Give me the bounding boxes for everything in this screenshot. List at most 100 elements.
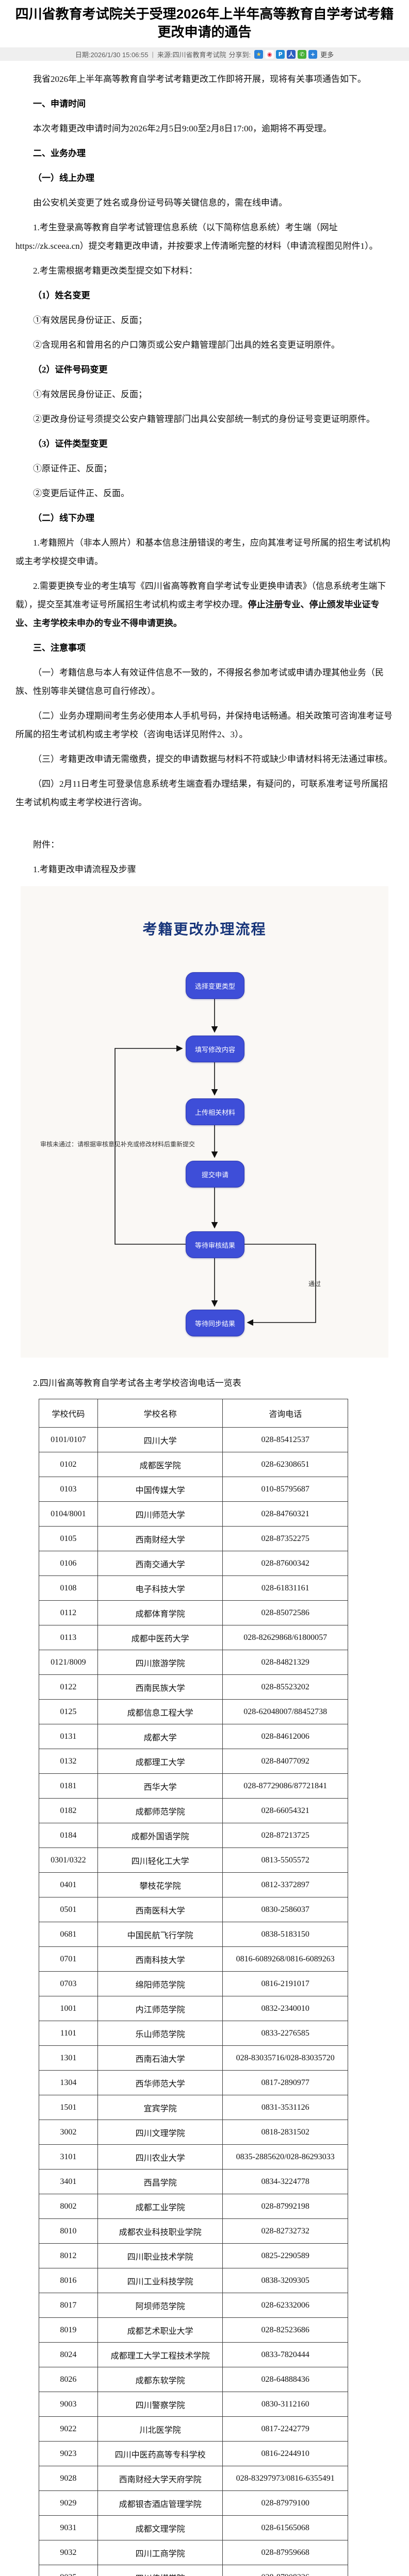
phone-cell: 0817-2242779: [222, 2416, 348, 2442]
school-name-cell: 四川轻化工大学: [97, 1848, 223, 1873]
school-name-cell: 绵阳师范学院: [97, 1971, 223, 1997]
table-row: 8010 成都农业科技职业学院 028-82732732: [39, 2218, 348, 2244]
body-paragraph: 我省2026年上半年高等教育自学考试考籍更改工作即将开展，现将有关事项通告如下。: [33, 74, 366, 84]
school-name-cell: 成都中医药大学: [97, 1625, 223, 1651]
more-plus-icon[interactable]: +: [308, 49, 318, 59]
school-name-cell: 四川工业科技学院: [97, 2268, 223, 2294]
table-row: 8024 成都理工大学工程技术学院 0833-7820444: [39, 2342, 348, 2368]
body-paragraph: （一）考籍信息与本人有效证件信息不一致的，不得报名参加考试或申请办理其他业务（民…: [15, 668, 384, 697]
school-code-cell: 9022: [39, 2416, 98, 2442]
school-code-cell: 0182: [39, 1798, 98, 1824]
school-code-cell: 8024: [39, 2342, 98, 2368]
school-name-cell: 成都信息工程大学: [97, 1699, 223, 1725]
school-name-cell: 成都师范学院: [97, 1798, 223, 1824]
table-row: 0121/8009 四川旅游学院 028-84821329: [39, 1650, 348, 1675]
table-row: 0131 成都大学 028-84612006: [39, 1724, 348, 1750]
phone-cell: 028-62332006: [222, 2293, 348, 2318]
table-row: 0125 成都信息工程大学 028-62048007/88452738: [39, 1699, 348, 1725]
phone-cell: 0838-5183150: [222, 1922, 348, 1947]
school-name-cell: 成都东软学院: [97, 2367, 223, 2393]
section-heading: （3）证件类型变更: [33, 439, 108, 449]
section-heading: （一）线上办理: [33, 173, 94, 183]
phone-cell: 028-82629868/61800057: [222, 1625, 348, 1651]
school-name-cell: 四川大学: [97, 1427, 223, 1453]
body-paragraph: （三）考籍更改申请无需缴费，提交的申请数据与材料不符或缺少申请材料将无法通过审核…: [33, 754, 392, 765]
school-code-cell: 0681: [39, 1922, 98, 1947]
school-name-cell: 西南财经大学: [97, 1526, 223, 1552]
phone-cell: 028-61831161: [222, 1575, 348, 1601]
table-row: 9023 四川中医药高等专科学校 0816-2244910: [39, 2441, 348, 2467]
school-code-cell: 8026: [39, 2367, 98, 2393]
phone-cell: 028-87908226: [222, 2565, 348, 2576]
school-code-cell: 0121/8009: [39, 1650, 98, 1675]
flow-step-node: 等待同步结果: [186, 1310, 244, 1337]
body-paragraph: 由公安机关变更了姓名或身份证号码等关键信息的，需在线申请。: [33, 198, 287, 208]
school-code-cell: 0108: [39, 1575, 98, 1601]
table-row: 0181 西华大学 028-87729086/87721841: [39, 1773, 348, 1799]
school-name-cell: 西南交通大学: [97, 1551, 223, 1577]
phone-cell: 028-87959668: [222, 2540, 348, 2566]
school-name-cell: 成都外国语学院: [97, 1823, 223, 1849]
renren-icon[interactable]: 人: [287, 49, 296, 59]
school-code-cell: 0701: [39, 1946, 98, 1972]
table-row: 0105 西南财经大学 028-87352275: [39, 1526, 348, 1552]
table-row: 8012 四川职业技术学院 0825-2290589: [39, 2243, 348, 2269]
phone-cell: 028-85412537: [222, 1427, 348, 1453]
meta-separator: |: [152, 50, 154, 58]
table-row: 9031 成都文理学院 028-61565068: [39, 2515, 348, 2541]
table-row: 8016 四川工业科技学院 0838-3209305: [39, 2268, 348, 2294]
school-code-cell: 8019: [39, 2317, 98, 2343]
flow-step-node: 等待审核结果: [186, 1231, 244, 1259]
section-heading: （1）姓名变更: [33, 291, 90, 301]
school-name-cell: 宜宾学院: [97, 2095, 223, 2121]
body-paragraph: ②更改身份证号须提交公安户籍管理部门出具公安部统一制式的身份证号变更证明原件。: [33, 414, 375, 425]
phone-cell: 0830-2586037: [222, 1897, 348, 1923]
school-phone-table: 学校代码 学校名称 咨询电话 0101/0107 四川大学 028-854125…: [39, 1399, 348, 2576]
table-row: 9035 四川传媒学院 028-87908226: [39, 2565, 348, 2576]
school-code-cell: 3101: [39, 2144, 98, 2170]
date-label: 日期:2026/1/30 15:06:55: [75, 50, 149, 59]
table-row: 0401 攀枝花学院 0812-3372897: [39, 1872, 348, 1898]
school-name-cell: 四川警察学院: [97, 2392, 223, 2417]
body-paragraph: 1.考生登录高等教育自学考试管理信息系统（以下简称信息系统）考生端（网址http…: [15, 223, 378, 251]
table-row: 0101/0107 四川大学 028-85412537: [39, 1427, 348, 1453]
table-header-row: 学校代码 学校名称 咨询电话: [39, 1399, 348, 1428]
pengyou-icon[interactable]: P: [276, 49, 285, 59]
phone-cell: 028-64888436: [222, 2367, 348, 2393]
phone-cell: 0812-3372897: [222, 1872, 348, 1898]
phone-cell: 028-87992198: [222, 2194, 348, 2219]
table-row: 1304 西华师范大学 0817-2890977: [39, 2070, 348, 2096]
share-more-button[interactable]: 更多: [320, 50, 334, 59]
school-code-cell: 8010: [39, 2218, 98, 2244]
body-paragraph: ①原证件正、反面；: [33, 464, 112, 474]
table-row: 1001 内江师范学院 0832-2340010: [39, 1996, 348, 2022]
school-name-cell: 西南科技大学: [97, 1946, 223, 1972]
weibo-icon[interactable]: ◉: [265, 49, 274, 59]
phone-cell: 0833-2276585: [222, 2021, 348, 2046]
school-code-cell: 0101/0107: [39, 1427, 98, 1453]
phone-cell: 0816-2244910: [222, 2441, 348, 2467]
phone-cell: 028-87213725: [222, 1823, 348, 1849]
school-code-cell: 0501: [39, 1897, 98, 1923]
school-name-cell: 中国民航飞行学院: [97, 1922, 223, 1947]
school-code-cell: 3002: [39, 2120, 98, 2145]
table-row: 0701 西南科技大学 0816-6089268/0816-6089263: [39, 1946, 348, 1972]
table-row: 8002 成都工业学院 028-87992198: [39, 2194, 348, 2219]
table-row: 0104/8001 四川师范大学 028-84760321: [39, 1501, 348, 1527]
phone-cell: 028-62308651: [222, 1452, 348, 1478]
school-code-cell: 9003: [39, 2392, 98, 2417]
school-code-cell: 0113: [39, 1625, 98, 1651]
school-name-cell: 西南民族大学: [97, 1674, 223, 1700]
school-name-cell: 四川农业大学: [97, 2144, 223, 2170]
body-paragraph: ①有效居民身份证正、反面；: [33, 389, 147, 400]
school-name-cell: 成都银杏酒店管理学院: [97, 2490, 223, 2516]
school-name-cell: 成都文理学院: [97, 2515, 223, 2541]
phone-cell: 028-87600342: [222, 1551, 348, 1577]
wechat-icon[interactable]: ✆: [298, 49, 307, 59]
table-row: 0112 成都体育学院 028-85072586: [39, 1600, 348, 1626]
table-row: 0102 成都医学院 028-62308651: [39, 1452, 348, 1478]
phone-cell: 0830-3112160: [222, 2392, 348, 2417]
qzone-icon[interactable]: ★: [254, 49, 264, 59]
table-row: 9003 四川警察学院 0830-3112160: [39, 2392, 348, 2417]
table-row: 1101 乐山师范学院 0833-2276585: [39, 2021, 348, 2046]
